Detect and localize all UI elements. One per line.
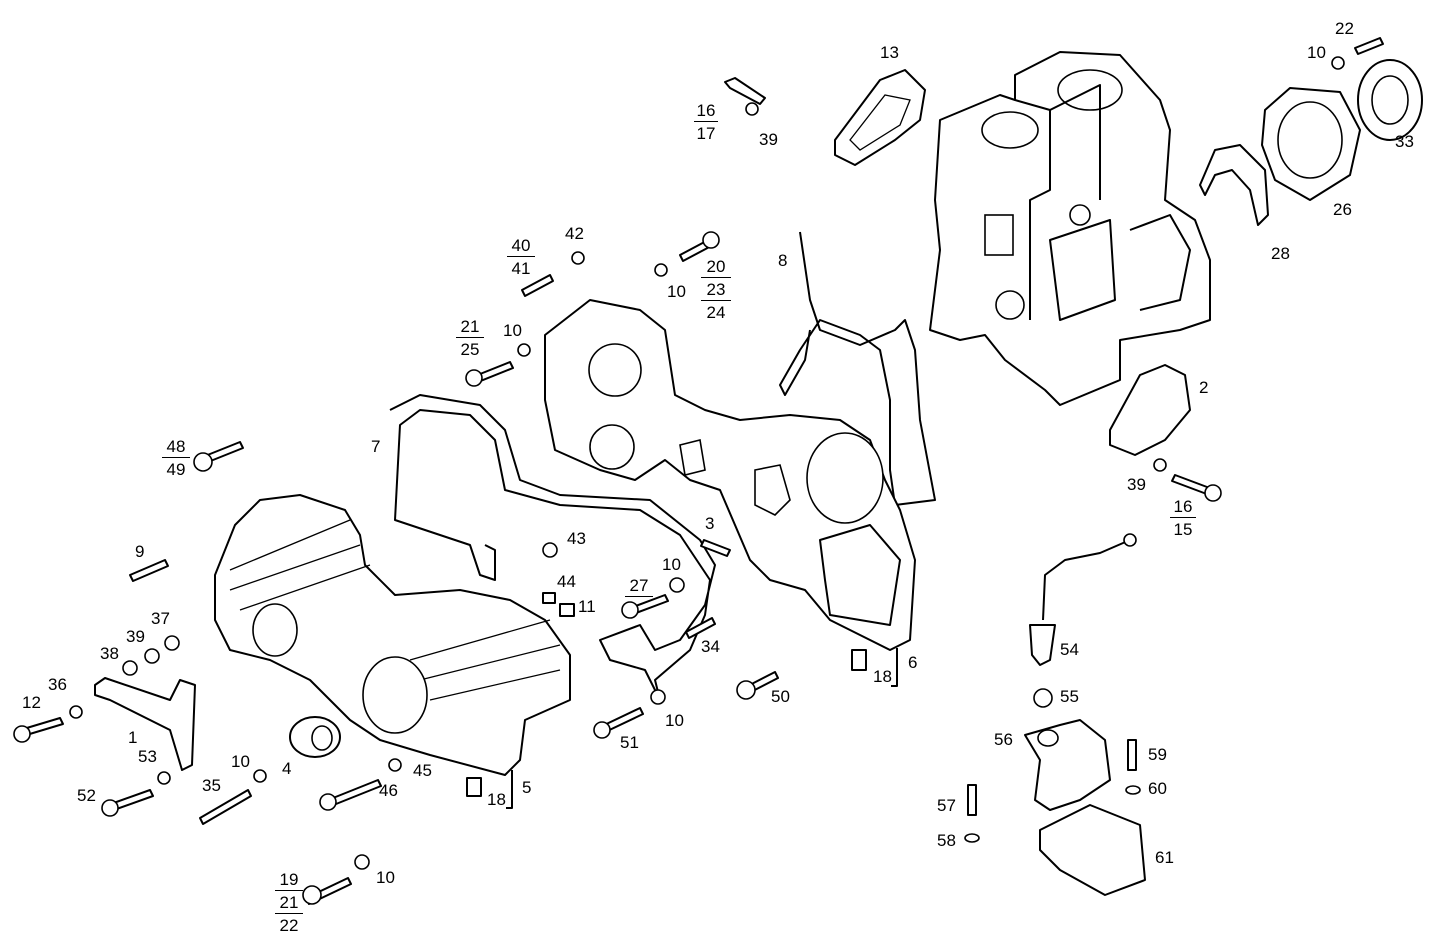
label-22: 22 xyxy=(1335,19,1354,38)
label-48-49-den: 49 xyxy=(166,460,186,479)
label-19-21-22-b: 21 xyxy=(279,893,299,912)
fasteners xyxy=(13,231,1222,905)
label-28: 28 xyxy=(1271,244,1290,263)
label-18-right: 18 xyxy=(873,667,892,686)
label-36: 36 xyxy=(48,675,67,694)
label-21-25-num: 21 xyxy=(460,317,480,336)
label-42: 42 xyxy=(565,224,584,243)
fraction-bar xyxy=(456,337,484,338)
label-10-lower-center: 10 xyxy=(665,711,684,730)
label-13: 13 xyxy=(880,43,899,62)
label-4: 4 xyxy=(282,759,292,778)
label-27-num: 27 xyxy=(629,576,649,595)
label-45: 45 xyxy=(413,761,432,780)
label-39-right: 39 xyxy=(1127,475,1146,494)
fraction-bar xyxy=(275,890,303,891)
gasket-8 xyxy=(779,231,936,506)
label-26: 26 xyxy=(1333,200,1352,219)
label-40-41: 40 41 xyxy=(507,236,535,278)
gasket-7 xyxy=(389,394,716,701)
label-16-17-num: 16 xyxy=(696,101,716,120)
label-1: 1 xyxy=(128,728,138,747)
label-16-17: 16 17 xyxy=(694,101,718,143)
label-16-15-num: 16 xyxy=(1173,497,1193,516)
gasket-28 xyxy=(1199,144,1269,226)
label-16-15-den: 15 xyxy=(1173,520,1193,539)
label-56: 56 xyxy=(994,730,1013,749)
label-20-23-24-b: 23 xyxy=(706,280,726,299)
plate-61 xyxy=(1039,804,1146,896)
label-12: 12 xyxy=(22,693,41,712)
label-43: 43 xyxy=(567,529,586,548)
fraction-bar xyxy=(625,596,653,597)
label-9: 9 xyxy=(135,542,145,561)
label-2: 2 xyxy=(1199,378,1209,397)
label-27: 27 xyxy=(625,576,653,599)
label-18-lower: 18 xyxy=(487,790,506,809)
label-35: 35 xyxy=(202,776,221,795)
fraction-bar xyxy=(1170,517,1196,518)
label-51: 51 xyxy=(620,733,639,752)
label-40-41-num: 40 xyxy=(511,236,531,255)
label-11: 11 xyxy=(578,597,596,616)
fraction-bar xyxy=(275,913,303,914)
label-20-23-24: 20 23 24 xyxy=(701,257,731,322)
label-53: 53 xyxy=(138,747,157,766)
label-44: 44 xyxy=(557,572,576,591)
label-7: 7 xyxy=(371,437,381,456)
label-6: 6 xyxy=(908,653,918,672)
label-55: 55 xyxy=(1060,687,1079,706)
fraction-bar xyxy=(162,457,190,458)
label-57: 57 xyxy=(937,796,956,815)
bracket-56 xyxy=(1024,719,1111,811)
label-39-top: 39 xyxy=(759,130,778,149)
label-10-upper-left: 10 xyxy=(503,321,522,340)
label-19-21-22: 19 21 22 xyxy=(275,870,303,935)
label-58: 58 xyxy=(937,831,956,850)
label-16-17-den: 17 xyxy=(696,124,716,143)
label-19-21-22-c: 22 xyxy=(279,916,299,935)
label-54: 54 xyxy=(1060,640,1079,659)
label-19-21-22-a: 19 xyxy=(279,870,299,889)
label-52: 52 xyxy=(77,786,96,805)
label-10-top-right: 10 xyxy=(1307,43,1326,62)
label-16-15: 16 15 xyxy=(1170,497,1196,539)
label-10-center: 10 xyxy=(662,555,681,574)
label-10-mid: 10 xyxy=(667,282,686,301)
label-39-left: 39 xyxy=(126,627,145,646)
label-60: 60 xyxy=(1148,779,1167,798)
label-21-25: 21 25 xyxy=(456,317,484,359)
label-20-23-24-a: 20 xyxy=(706,257,726,276)
label-3: 3 xyxy=(705,514,715,533)
label-37: 37 xyxy=(151,609,170,628)
fraction-bar xyxy=(701,277,731,278)
callout-bracket-6 xyxy=(891,648,898,687)
label-61: 61 xyxy=(1155,848,1174,867)
fraction-bar xyxy=(701,300,731,301)
label-50: 50 xyxy=(771,687,790,706)
bracket-1 xyxy=(94,677,196,771)
label-21-25-den: 25 xyxy=(460,340,480,359)
label-38: 38 xyxy=(100,644,119,663)
label-33: 33 xyxy=(1395,132,1414,151)
label-5: 5 xyxy=(522,778,532,797)
callout-bracket-5 xyxy=(506,770,513,809)
label-48-49: 48 49 xyxy=(162,437,190,479)
label-48-49-num: 48 xyxy=(166,437,186,456)
label-10-bottom: 10 xyxy=(376,868,395,887)
label-40-41-den: 41 xyxy=(511,259,531,278)
sensor-cable-54 xyxy=(1042,539,1131,621)
label-8: 8 xyxy=(778,251,788,270)
fraction-bar xyxy=(507,256,535,257)
bracket-13 xyxy=(834,69,926,166)
fraction-bar xyxy=(694,121,718,122)
label-59: 59 xyxy=(1148,745,1167,764)
label-20-23-24-c: 24 xyxy=(706,303,726,322)
engine-block xyxy=(929,51,1211,406)
label-46: 46 xyxy=(379,781,398,800)
label-34: 34 xyxy=(701,637,720,656)
label-10-lower-left: 10 xyxy=(231,752,250,771)
bracket-2 xyxy=(1109,364,1191,456)
